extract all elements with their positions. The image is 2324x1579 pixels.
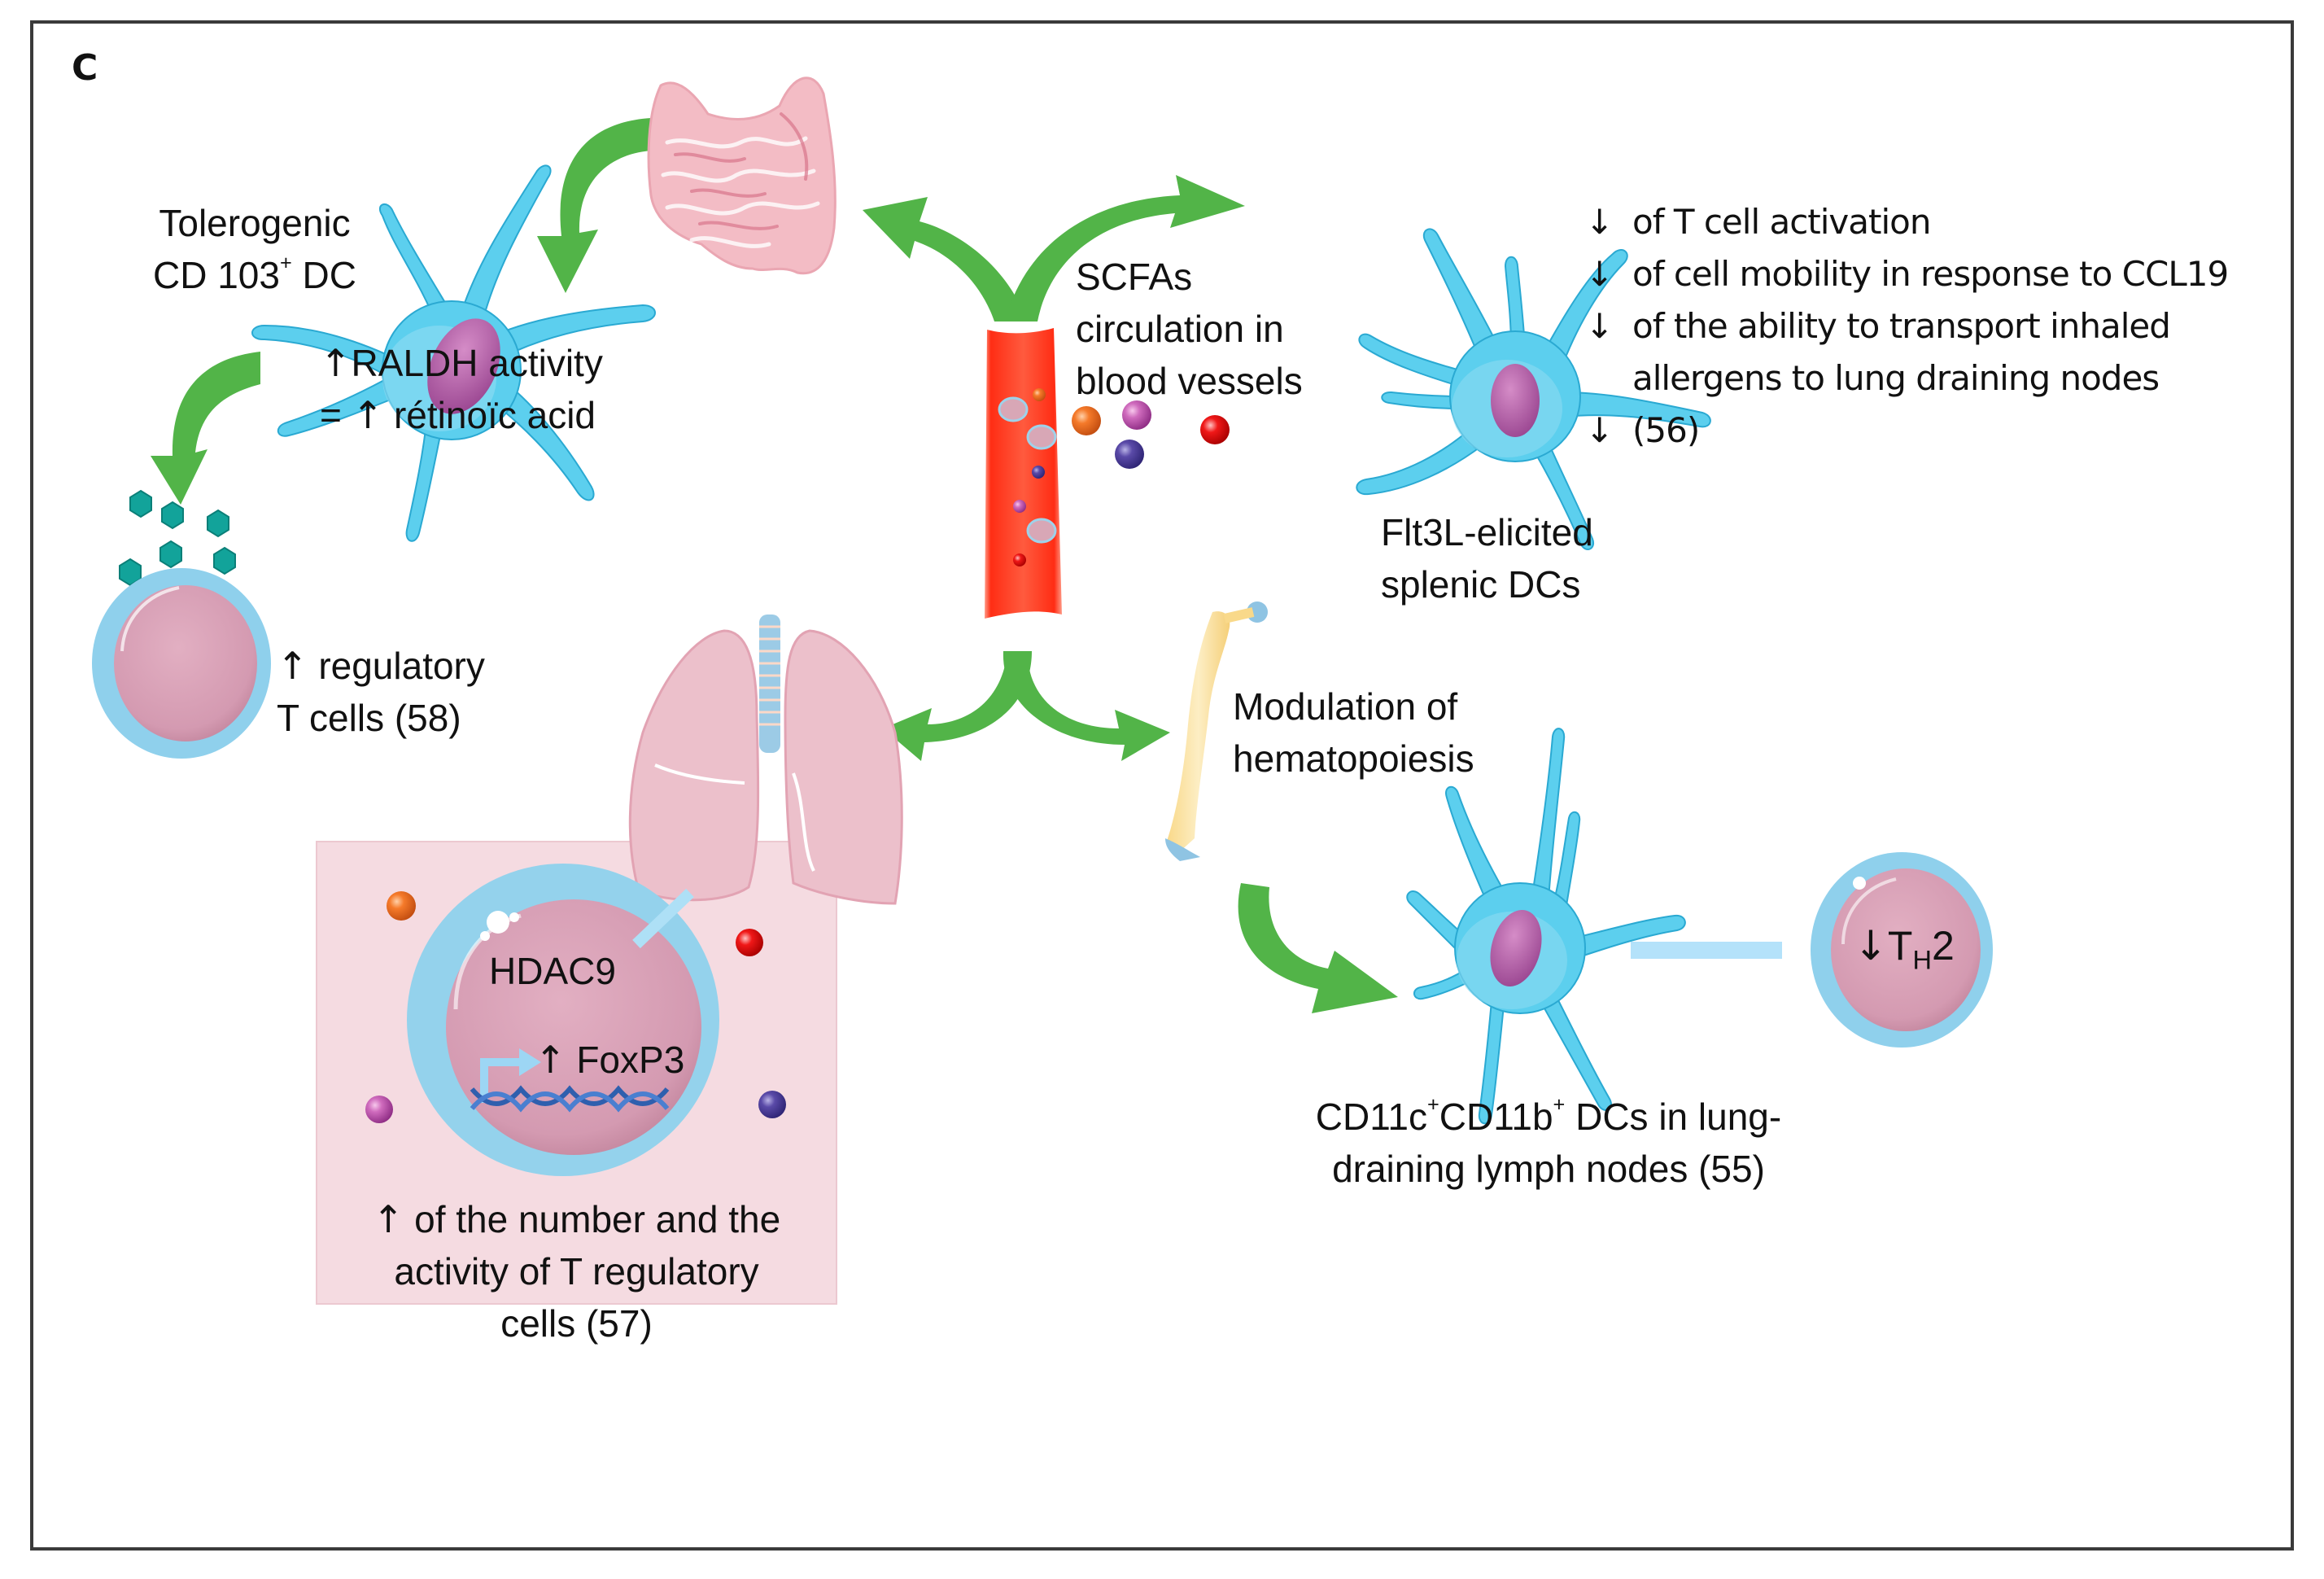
lymph-dc-label: CD11c+CD11b+ DCs in lung- draining lymph… — [1264, 1091, 1833, 1195]
lung-box-scfa-molecules — [365, 891, 786, 1123]
foxp3-text: FoxP3 — [566, 1039, 685, 1081]
green-arrows — [151, 118, 1398, 1013]
lymph-dc-label-line1: CD11c+CD11b+ DCs in lung- — [1264, 1091, 1833, 1143]
down-arrow-icon: ↓ — [1585, 410, 1614, 450]
down-arrow-icon: ↓ — [1854, 922, 1888, 969]
splenic-dc-effect-item: allergens to lung draining nodes — [1585, 352, 2228, 405]
up-arrow-icon: ↑ — [320, 341, 352, 385]
hematopoiesis-line2: hematopoiesis — [1233, 737, 1474, 780]
arrow-vessel-to-intestine — [863, 197, 1027, 321]
splenic-dc-label-line1: Flt3L-elicited — [1381, 511, 1593, 553]
hematopoiesis-line1: Modulation of — [1233, 685, 1458, 728]
regulatory-line2: T cells (58) — [277, 697, 461, 739]
th2-main: T — [1887, 923, 1913, 969]
blood-vessel-illustration — [985, 328, 1062, 619]
splenic-dc-effect-text: of T cell activation — [1632, 202, 1931, 242]
splenic-dc-label: Flt3L-elicited splenic DCs — [1381, 506, 1593, 610]
splenic-dc-effect-item: ↓ of cell mobility in response to CCL19 — [1585, 248, 2229, 300]
foxp3-label: ↑ FoxP3 — [535, 1034, 684, 1086]
cd11c-sup: + — [1426, 1093, 1439, 1117]
down-arrow-icon: ↓ — [1585, 306, 1614, 346]
th2-suffix: 2 — [1931, 923, 1955, 969]
arrow-vessel-to-lungs — [883, 651, 1032, 761]
raldh-line1: ↑RALDH activity — [320, 337, 603, 389]
cd11c-text: CD11c — [1315, 1096, 1427, 1138]
th2-label: ↓TH2 — [1854, 920, 1955, 975]
splenic-dc-effects-list: ↓ of T cell activation ↓ of cell mobility i… — [1585, 196, 2229, 457]
lung-treg-cell-illustration — [407, 864, 719, 1176]
arrow-intestine-to-dc — [537, 118, 651, 293]
splenic-dc-effect-text: (56) — [1632, 410, 1700, 450]
dc-th2-connector — [1631, 942, 1782, 959]
splenic-dc-label-line2: splenic DCs — [1381, 563, 1581, 606]
lung-treg-caption-line2: activity of T regulatory — [394, 1250, 759, 1293]
scfa-molecules — [1072, 400, 1230, 469]
lymph-node-dc-illustration — [1406, 728, 1686, 1125]
lung-treg-caption: ↑ of the number and the activity of T re… — [316, 1193, 837, 1349]
panel-letter: C — [72, 47, 98, 89]
splenic-dc-effect-item: ↓ of the ability to transport inhaled — [1585, 300, 2228, 352]
raldh-text: RALDH activity — [351, 342, 603, 384]
retinoic-acid-molecules — [119, 489, 236, 587]
down-arrow-icon: ↓ — [1585, 254, 1614, 294]
raldh-activity-label: ↑RALDH activity = ↑ rétinoïc acid — [320, 337, 603, 441]
up-arrow-icon: ↑ — [535, 1038, 566, 1082]
up-arrow-icon: ↑ — [372, 1197, 404, 1241]
tolerogenic-dc-title-line1: Tolerogenic — [159, 202, 351, 244]
regulatory-text: regulatory — [308, 645, 485, 687]
lung-treg-caption-line1: ↑ of the number and the — [316, 1193, 837, 1245]
tolerogenic-dc-label: Tolerogenic CD 103+ DC — [137, 197, 373, 301]
scfa-line3: blood vessels — [1076, 360, 1303, 402]
transcription-arrow — [480, 1058, 521, 1103]
regulatory-line1: ↑ regulatory — [277, 640, 485, 692]
splenic-dc-effect-text: of cell mobility in response to CCL19 — [1632, 254, 2229, 294]
splenic-dc-effect-text: of the ability to transport inhaled — [1632, 306, 2171, 346]
intestine-illustration — [647, 77, 837, 275]
th2-sub: H — [1912, 945, 1932, 975]
equals-text: = — [320, 394, 352, 436]
lungs-illustration — [628, 615, 903, 905]
arrow-vessel-to-bone — [1003, 651, 1170, 761]
regulatory-t-cells-label: ↑ regulatory T cells (58) — [277, 640, 485, 744]
tolerogenic-dc-title-line2: CD 103+ DC — [137, 249, 373, 301]
lymph-dc-label-line2: draining lymph nodes (55) — [1332, 1148, 1765, 1190]
scfa-line1: SCFAs — [1076, 256, 1193, 298]
splenic-dc-effect-item: ↓ (56) — [1585, 405, 2228, 457]
splenic-dc-effect-text: allergens to lung draining nodes — [1632, 358, 2160, 398]
up-arrow-icon: ↑ — [277, 644, 308, 688]
arrow-vessel-to-splenic-dc — [1005, 175, 1245, 321]
lung-connector — [632, 888, 694, 949]
dna-helix — [470, 1085, 670, 1113]
scfa-label: SCFAs circulation in blood vessels — [1076, 251, 1303, 407]
th2-cell-illustration — [1811, 852, 1993, 1048]
figure-border — [30, 20, 2294, 1551]
hdac9-label: HDAC9 — [489, 950, 616, 992]
up-arrow-icon: ↑ — [352, 393, 384, 437]
scfa-line2: circulation in — [1076, 308, 1284, 350]
splenic-dc-illustration — [1356, 228, 1711, 550]
retinoic-acid-text: rétinoïc acid — [383, 394, 596, 436]
cd11b-sup: + — [1553, 1093, 1566, 1117]
arrow-dc-to-treg — [151, 352, 260, 505]
splenic-dc-effect-item: ↓ of T cell activation — [1585, 196, 2228, 248]
down-arrow-icon: ↓ — [1585, 202, 1614, 242]
tolerogenic-dc-illustration — [251, 164, 656, 542]
cd103-sup: + — [279, 252, 292, 275]
cd103-text: CD 103 — [153, 254, 280, 296]
trachea — [759, 615, 780, 753]
arrow-bone-to-lymph-dc — [1238, 883, 1398, 1013]
raldh-line2: = ↑ rétinoïc acid — [320, 389, 603, 441]
hematopoiesis-label: Modulation of hematopoiesis — [1233, 680, 1474, 785]
lung-treg-caption-line3: cells (57) — [500, 1302, 653, 1345]
cd11b-text: CD11b — [1439, 1096, 1553, 1138]
dc-text: DC — [291, 254, 356, 296]
dcs-lung-text: DCs in lung- — [1565, 1096, 1782, 1138]
caption-line1-text: of the number and the — [404, 1198, 781, 1240]
regulatory-t-cell-illustration — [92, 568, 271, 759]
bone-illustration — [1165, 601, 1268, 861]
